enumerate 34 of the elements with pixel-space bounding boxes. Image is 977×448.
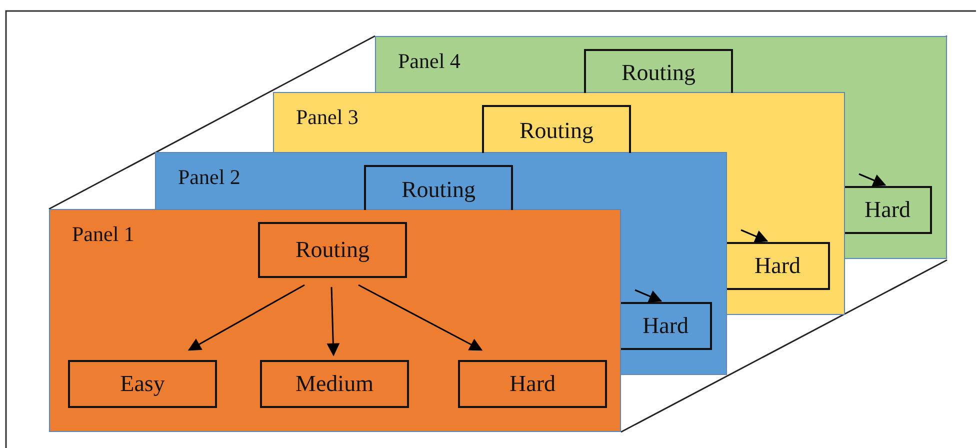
level-box bbox=[260, 360, 409, 408]
box-label: Easy bbox=[120, 371, 165, 397]
level-box bbox=[621, 302, 712, 350]
box-label: Routing bbox=[295, 237, 370, 263]
box-label: Medium bbox=[296, 371, 374, 397]
panel-heading: Panel 1 bbox=[72, 222, 134, 247]
panel bbox=[375, 36, 947, 92]
arrow bbox=[358, 284, 483, 351]
root-box bbox=[364, 165, 513, 210]
arrow bbox=[740, 229, 768, 242]
box-label: Routing bbox=[621, 60, 696, 86]
root-box bbox=[584, 49, 733, 93]
root-box bbox=[482, 105, 631, 153]
panel bbox=[49, 209, 621, 432]
arrow bbox=[188, 284, 305, 351]
arrow bbox=[634, 289, 662, 302]
arrow bbox=[326, 286, 340, 356]
level-box bbox=[458, 360, 607, 408]
box-label: Routing bbox=[401, 176, 476, 202]
arrow bbox=[858, 173, 886, 186]
root-box bbox=[258, 222, 407, 278]
level-box bbox=[727, 242, 830, 290]
box-label: Hard bbox=[642, 313, 688, 339]
box-label: Routing bbox=[519, 118, 594, 144]
level-box bbox=[845, 186, 932, 234]
level-box bbox=[68, 360, 217, 408]
box-label: Hard bbox=[864, 197, 910, 223]
box-label: Hard bbox=[510, 371, 556, 397]
box-label: Hard bbox=[754, 253, 800, 279]
panel-heading: Panel 3 bbox=[296, 105, 358, 130]
panel bbox=[155, 152, 727, 209]
panel bbox=[273, 92, 845, 152]
panel-heading: Panel 4 bbox=[398, 49, 460, 74]
panel-heading: Panel 2 bbox=[178, 165, 240, 190]
